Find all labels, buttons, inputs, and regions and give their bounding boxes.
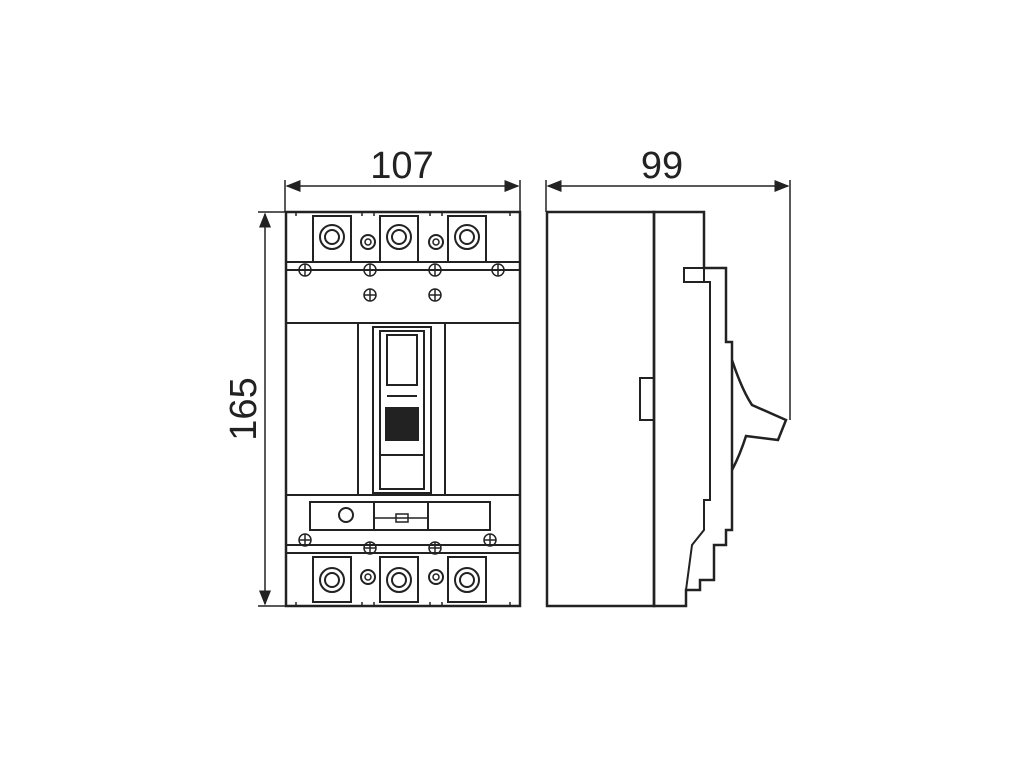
rivet-icon [428, 234, 444, 250]
width-dimension: 107 [284, 145, 521, 212]
screw-icon [319, 224, 345, 250]
height-label: 165 [223, 377, 265, 440]
rivet-icon [360, 234, 376, 250]
top-cover-screws [298, 263, 505, 302]
cross-screw-icon [483, 533, 497, 547]
bottom-cover-screws [298, 533, 497, 555]
width-label: 107 [370, 145, 433, 187]
test-button-icon [338, 507, 354, 523]
status-indicator [385, 407, 419, 441]
trip-bar [309, 501, 491, 531]
height-dimension: 165 [223, 211, 290, 607]
cross-screw-icon [363, 541, 377, 555]
cross-screw-icon [363, 288, 377, 302]
handle-lever-side [730, 359, 788, 471]
toggle-lever [386, 334, 418, 386]
side-view [545, 210, 788, 608]
cross-screw-icon [428, 288, 442, 302]
screw-icon [319, 567, 345, 593]
screw-icon [386, 224, 412, 250]
trip-test-bar [309, 501, 491, 531]
side-notch [683, 267, 705, 283]
screw-icon [454, 567, 480, 593]
terminal-top-3 [447, 215, 487, 263]
cross-screw-icon [363, 263, 377, 277]
screw-icon [386, 567, 412, 593]
side-cover [652, 210, 734, 608]
cross-screw-icon [428, 263, 442, 277]
terminal-bottom-2 [379, 556, 419, 603]
terminal-bottom-3 [447, 556, 487, 603]
depth-label: 99 [641, 145, 683, 187]
rivet-icon [428, 569, 444, 585]
side-base [545, 210, 656, 608]
top-terminals [295, 212, 511, 263]
handle-area [357, 323, 446, 495]
bottom-terminals [295, 556, 511, 606]
cross-screw-icon [298, 533, 312, 547]
cross-screw-icon [298, 263, 312, 277]
terminal-top-1 [312, 215, 352, 263]
cross-screw-icon [428, 541, 442, 555]
depth-dimension: 99 [545, 145, 791, 420]
front-outline [284, 210, 522, 608]
side-clip [639, 377, 654, 421]
terminal-top-2 [379, 215, 419, 263]
rivet-icon [360, 569, 376, 585]
terminal-bottom-1 [312, 556, 352, 603]
cross-screw-icon [491, 263, 505, 277]
handle-slot [372, 326, 432, 494]
front-view [284, 210, 522, 608]
screw-icon [454, 224, 480, 250]
handle-frame [379, 330, 425, 490]
